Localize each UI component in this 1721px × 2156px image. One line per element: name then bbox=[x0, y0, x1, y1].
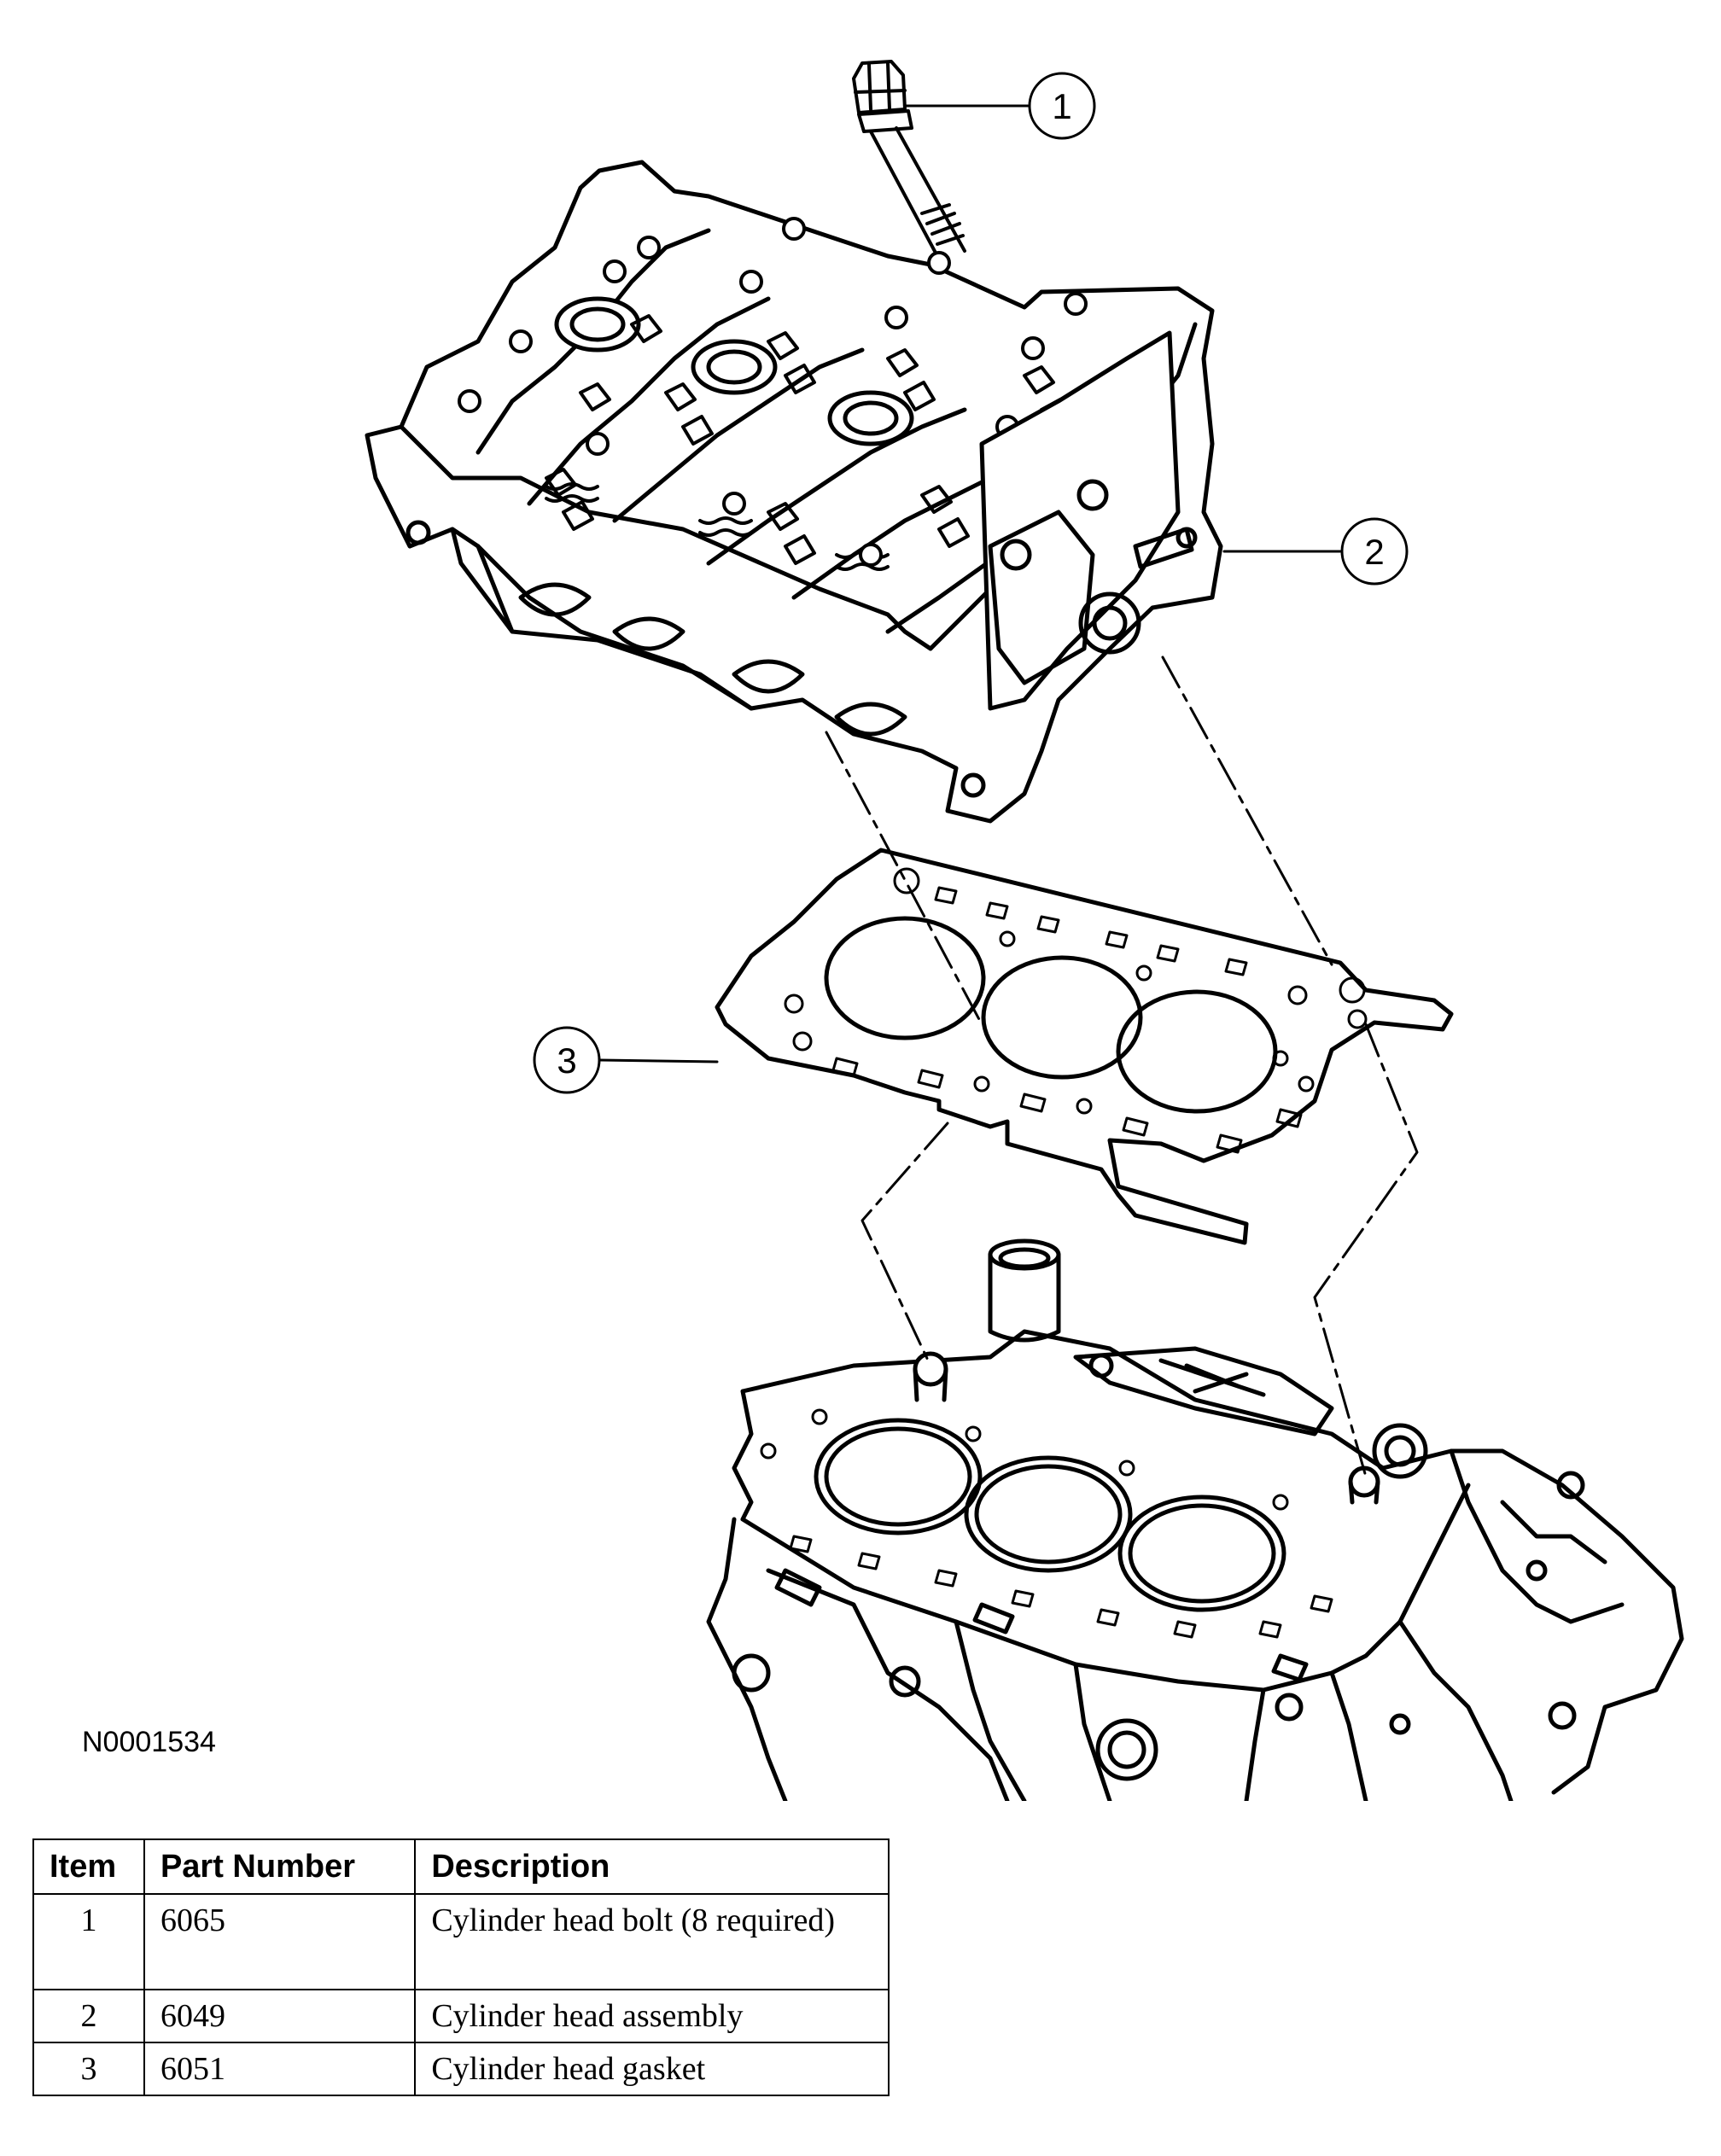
cell-item: 2 bbox=[32, 1989, 145, 2043]
callout-1: 1 bbox=[1028, 72, 1096, 140]
gasket-bore bbox=[824, 916, 986, 1040]
table-row: 2 6049 Cylinder head assembly bbox=[32, 1989, 890, 2043]
parts-table: Item Part Number Description 1 6065 Cyli… bbox=[32, 1838, 890, 2096]
table-header-row: Item Part Number Description bbox=[32, 1838, 890, 1895]
header-part-number: Part Number bbox=[143, 1838, 417, 1895]
cylinder-head-gasket bbox=[715, 848, 1454, 1245]
cell-item: 3 bbox=[32, 2042, 145, 2096]
exploded-view-diagram: 1 2 3 bbox=[365, 60, 1684, 1801]
header-item: Item bbox=[32, 1838, 145, 1895]
callout-2: 2 bbox=[1340, 517, 1409, 586]
gasket-bore bbox=[1116, 989, 1278, 1114]
callout-2-label: 2 bbox=[1364, 532, 1384, 572]
cell-description: Cylinder head gasket bbox=[414, 2042, 890, 2096]
header-description: Description bbox=[414, 1838, 890, 1895]
callout-3-label: 3 bbox=[557, 1040, 576, 1081]
alignment-lines bbox=[825, 656, 1419, 1478]
table-row: 1 6065 Cylinder head bolt (8 required) bbox=[32, 1893, 890, 1990]
callout-3: 3 bbox=[533, 1026, 601, 1094]
block-bore bbox=[814, 1418, 983, 1535]
cylinder-head-bolt bbox=[852, 60, 966, 258]
cell-description: Cylinder head assembly bbox=[414, 1989, 890, 2043]
callout-1-label: 1 bbox=[1052, 86, 1071, 126]
figure-code: N0001534 bbox=[82, 1726, 216, 1758]
cell-part-number: 6049 bbox=[143, 1989, 417, 2043]
block-bore bbox=[1128, 1503, 1276, 1604]
cell-part-number: 6065 bbox=[143, 1893, 417, 1990]
block-bore bbox=[964, 1455, 1133, 1573]
cell-description: Cylinder head bolt (8 required) bbox=[414, 1893, 890, 1990]
block-bore bbox=[974, 1464, 1123, 1565]
gasket-bore bbox=[981, 955, 1143, 1080]
engine-block bbox=[706, 1238, 1684, 1801]
table-row: 3 6051 Cylinder head gasket bbox=[32, 2042, 890, 2096]
block-bore bbox=[824, 1426, 972, 1527]
cylinder-head-assembly bbox=[365, 160, 1223, 824]
block-bore bbox=[1117, 1495, 1286, 1612]
cell-part-number: 6051 bbox=[143, 2042, 417, 2096]
cell-item: 1 bbox=[32, 1893, 145, 1990]
callout-leaders bbox=[598, 104, 1342, 1063]
